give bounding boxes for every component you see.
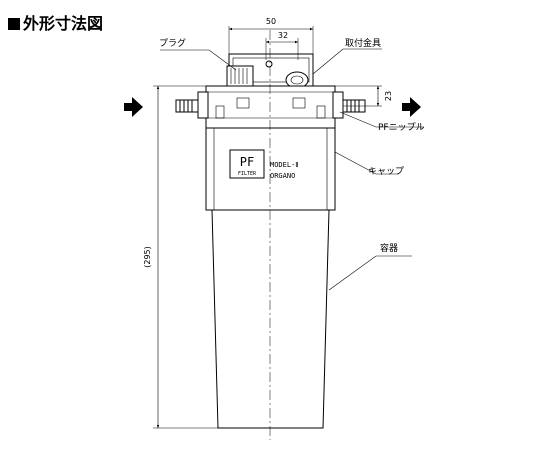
outlet-arrow-icon bbox=[402, 97, 421, 117]
dim-50-text: 50 bbox=[266, 17, 276, 26]
cap-label: キャップ bbox=[368, 166, 404, 177]
dim-295-text: (295) bbox=[143, 246, 152, 268]
dimension-32: 32 bbox=[265, 31, 299, 60]
title-square-icon bbox=[8, 18, 20, 30]
pf-nipple-left bbox=[175, 99, 199, 113]
logo-filter-text: FILTER bbox=[238, 171, 257, 177]
logo-model-text: MODEL-Ⅱ bbox=[270, 161, 299, 169]
inlet-arrow-icon bbox=[124, 97, 143, 117]
logo-organo-text: ORGANO bbox=[270, 172, 295, 180]
page-title-text: 外形寸法図 bbox=[23, 14, 104, 33]
mounting-bracket bbox=[226, 53, 314, 89]
filter-head bbox=[197, 85, 344, 129]
pf-nipple-label: PFニップル bbox=[378, 122, 425, 133]
pf-filter-logo: PF FILTER MODEL-Ⅱ ORGANO bbox=[229, 149, 299, 180]
leader-lines bbox=[160, 48, 424, 291]
filter-cap bbox=[205, 127, 336, 211]
dimension-295: (295) bbox=[143, 85, 229, 429]
logo-pf-text: PF bbox=[240, 155, 254, 169]
dimension-50: 50 bbox=[228, 17, 314, 54]
dim-32-text: 32 bbox=[278, 31, 288, 40]
pf-nipple-right bbox=[342, 99, 366, 113]
dim-23-text: 23 bbox=[384, 91, 393, 101]
dimension-23: 23 bbox=[335, 85, 393, 107]
filter-container bbox=[211, 209, 330, 429]
page-title: 外形寸法図 bbox=[8, 10, 103, 34]
bracket-label: 取付金具 bbox=[345, 37, 381, 49]
plug-label: プラグ bbox=[159, 37, 186, 49]
container-label: 容器 bbox=[380, 242, 398, 254]
